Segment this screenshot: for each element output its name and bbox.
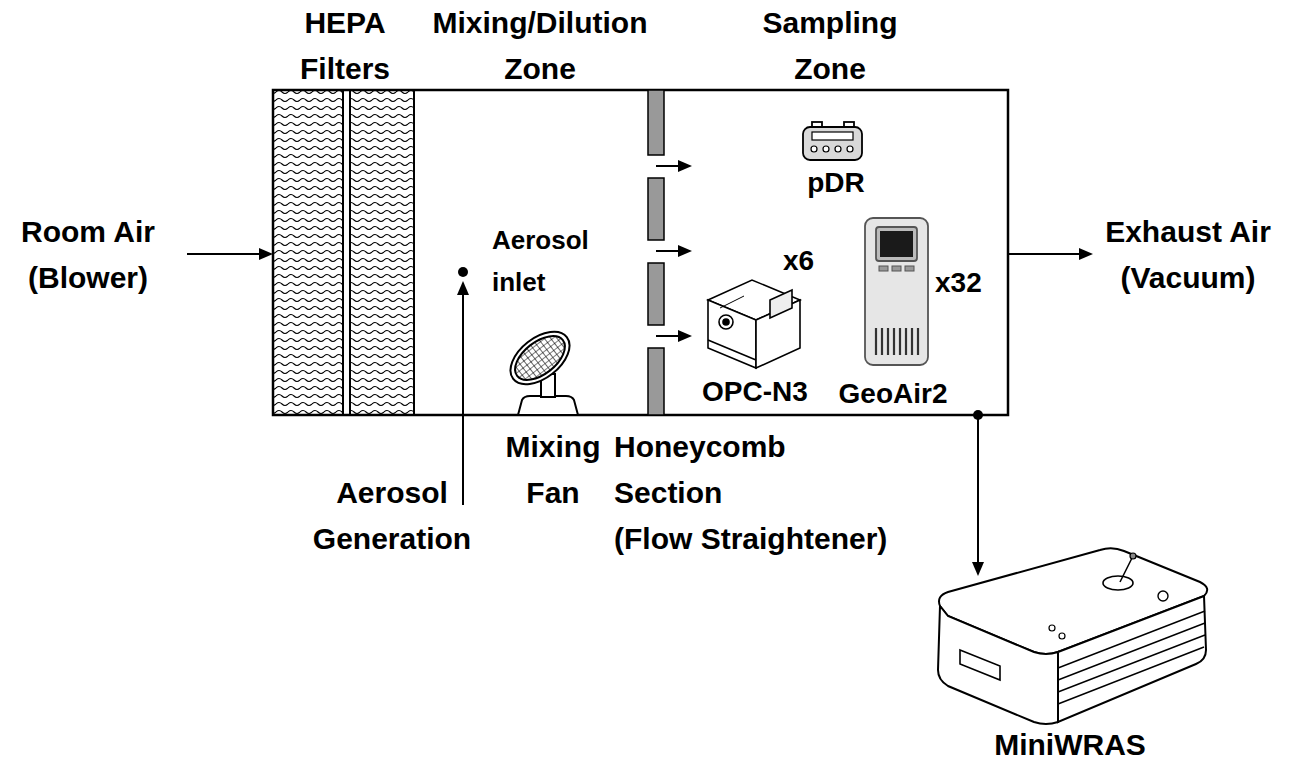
air-arrows <box>187 248 1093 260</box>
count-label: x32 <box>935 266 982 300</box>
zone-heading: Sampling Zone <box>762 0 897 92</box>
inlet-dot <box>458 267 468 277</box>
pdr-button <box>847 146 853 152</box>
fan-grille <box>507 328 572 389</box>
miniwras-led <box>1049 625 1055 631</box>
honeycomb-label: Honeycomb Section (Flow Straightener) <box>614 424 887 562</box>
opc-seam <box>708 340 756 360</box>
geoair-vents <box>876 328 918 355</box>
geoair-body <box>865 218 928 365</box>
opc-inlet-hole <box>723 319 729 325</box>
arrow-head <box>678 160 692 172</box>
miniwras-slot <box>960 650 1000 680</box>
geoair-button <box>892 266 901 271</box>
honeycomb-bar <box>648 348 664 415</box>
pdr-button <box>823 146 829 152</box>
geoair-button <box>905 266 914 271</box>
fan-rim <box>501 321 579 394</box>
honeycomb-bar <box>648 263 664 325</box>
arrow-head <box>457 281 469 295</box>
mixing-fan <box>501 321 579 415</box>
pdr-button <box>835 146 841 152</box>
flow-arrow <box>656 335 680 337</box>
honeycomb-bar <box>648 178 664 240</box>
inlet-label: Aerosol inlet <box>492 219 589 303</box>
airflow-label: Exhaust Air (Vacuum) <box>1105 209 1271 301</box>
opc-seam <box>720 296 744 308</box>
arrow-head <box>678 330 692 342</box>
hepa-filter <box>273 90 343 415</box>
geoair-screen <box>880 231 913 257</box>
geoair-bezel <box>876 227 917 261</box>
miniwras-port <box>1158 591 1168 601</box>
airflow-label: Room Air (Blower) <box>21 209 155 301</box>
pdr-button <box>811 146 817 152</box>
instrument-label: pDR <box>807 166 865 200</box>
arrow-head <box>678 245 692 257</box>
flow-arrow <box>656 165 680 167</box>
filter-heading: HEPA Filters <box>300 0 390 92</box>
geoair-sensor <box>865 218 928 365</box>
arrow-head <box>972 562 984 576</box>
geoair-button <box>879 266 888 271</box>
hepa-filter <box>350 90 414 415</box>
pdr-body <box>803 127 862 160</box>
instrument-label: GeoAir2 <box>839 377 948 411</box>
fan-label: Mixing Fan <box>506 424 601 516</box>
miniwras-probe-tip <box>1130 553 1136 559</box>
inlet-line <box>462 292 464 505</box>
miniwras-device <box>938 548 1207 724</box>
sampling-line <box>972 410 984 576</box>
miniwras-front <box>938 606 1058 724</box>
chamber-wall <box>273 90 1008 415</box>
opc-sensor <box>708 280 800 368</box>
arrow-head <box>259 248 273 260</box>
miniwras-led <box>1059 633 1065 639</box>
exhaust-arrow <box>1008 253 1082 255</box>
miniwras-inlet <box>1103 576 1133 590</box>
miniwras-grooves <box>1058 611 1205 704</box>
pdr-screen <box>812 132 853 140</box>
opc-left <box>708 300 756 368</box>
zone-heading: Mixing/Dilution Zone <box>433 0 648 92</box>
honeycomb-section <box>648 90 664 415</box>
flow-arrows <box>656 160 692 342</box>
miniwras-side <box>1058 596 1206 722</box>
instrument-label: MiniWRAS <box>994 727 1146 763</box>
pdr-monitor <box>803 122 862 160</box>
sampling-tube <box>977 415 979 564</box>
arrow-head <box>1079 248 1093 260</box>
miniwras-probe <box>1120 558 1132 582</box>
aerosol-inlet <box>457 267 469 505</box>
instrument-label: OPC-N3 <box>702 375 808 409</box>
inlet-arrow <box>187 253 262 255</box>
count-label: x6 <box>783 244 814 278</box>
opc-fan-housing <box>770 290 792 318</box>
opc-inlet <box>719 315 733 329</box>
flow-arrow <box>656 250 680 252</box>
fan-base <box>518 396 578 415</box>
honeycomb-bar <box>648 90 664 155</box>
generation-label: Aerosol Generation <box>313 470 471 562</box>
